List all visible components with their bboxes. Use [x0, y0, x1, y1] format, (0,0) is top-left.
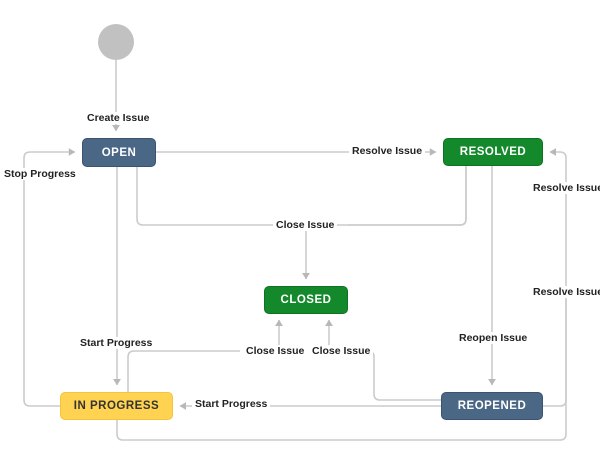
edge-inprogress-to-resolved	[116, 300, 567, 441]
edge-label-resolve-issue-lower-right: Resolve Issue	[530, 286, 600, 298]
node-closed-label: CLOSED	[280, 294, 332, 306]
edge-label-close-issue-from-open: Close Issue	[273, 219, 338, 231]
edge-label-create-issue: Create Issue	[84, 112, 153, 124]
edge-label-start-progress-from-open: Start Progress	[77, 337, 156, 349]
node-open-label: OPEN	[101, 146, 137, 159]
edge-label-resolve-issue-top: Resolve Issue	[349, 145, 426, 157]
edge-open-to-closed	[136, 167, 467, 226]
edge-label-resolve-issue-upper-right: Resolve Issue	[530, 182, 600, 194]
node-in-progress[interactable]: IN PROGRESS	[60, 392, 173, 420]
edge-label-close-issue-left: Close Issue	[243, 345, 308, 357]
node-reopened-label: REOPENED	[457, 400, 527, 412]
start-circle	[98, 24, 134, 60]
edge-label-start-progress-from-reopened: Start Progress	[192, 398, 271, 410]
node-open[interactable]: OPEN	[82, 138, 156, 167]
edge-label-close-issue-right: Close Issue	[309, 345, 374, 357]
edge-label-reopen-issue: Reopen Issue	[456, 332, 531, 344]
edge-reopened-to-resolved	[543, 148, 567, 407]
edge-inprogress-to-open	[23, 148, 76, 407]
node-resolved-label: RESOLVED	[459, 146, 527, 158]
node-closed[interactable]: CLOSED	[264, 286, 348, 314]
edge-resolved-to-closed	[348, 166, 467, 226]
edge-inprogress-to-closed	[127, 350, 240, 420]
edge-label-stop-progress: Stop Progress	[1, 168, 79, 180]
edge-reopened-to-closed	[336, 350, 441, 401]
node-in-progress-label: IN PROGRESS	[73, 400, 160, 412]
node-resolved[interactable]: RESOLVED	[443, 138, 543, 166]
node-reopened[interactable]: REOPENED	[441, 392, 543, 420]
